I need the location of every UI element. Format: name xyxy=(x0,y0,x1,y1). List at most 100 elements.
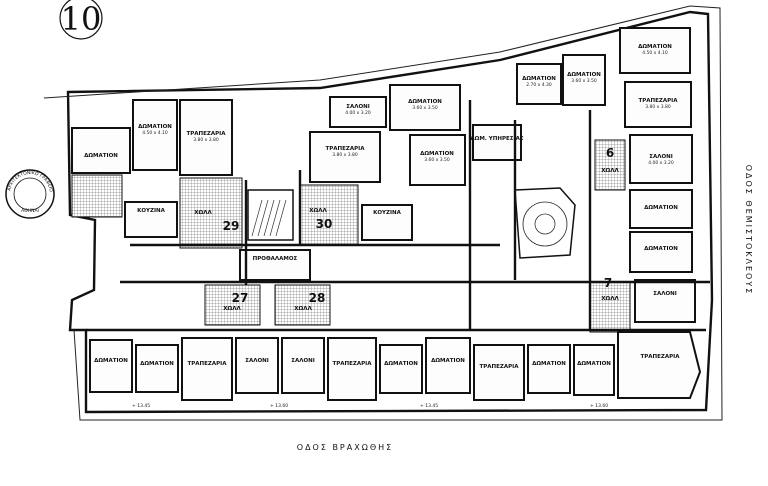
svg-text:ΤΡΑΠΕΖΑΡΙΑ: ΤΡΑΠΕΖΑΡΙΑ xyxy=(333,361,373,367)
svg-text:ΔΩΜΑΤΙΟΝ: ΔΩΜΑΤΙΟΝ xyxy=(638,44,672,50)
svg-text:ΔΩΜΑΤΙΟΝ: ΔΩΜΑΤΙΟΝ xyxy=(431,358,465,364)
room-bedroom-far-right-1 xyxy=(619,27,691,74)
svg-text:ΠΡΟΘΑΛΑΜΟΣ: ΠΡΟΘΑΛΑΜΟΣ xyxy=(253,256,298,262)
apartment-number: 30 xyxy=(316,217,333,231)
street-name-bottom: ΟΔΟΣ ΒΡΑΧΩΘΗΣ xyxy=(297,443,393,452)
room-bottom-5 xyxy=(281,337,325,394)
apartment-number: 27 xyxy=(232,291,249,305)
svg-text:ΔΩΜΑΤΙΟΝ: ΔΩΜΑΤΙΟΝ xyxy=(577,361,611,367)
room-bedroom-top-right-1 xyxy=(516,63,562,105)
stair-core-left xyxy=(247,189,294,241)
svg-text:ΣΑΛΟΝΙ: ΣΑΛΟΝΙ xyxy=(649,154,673,160)
svg-text:ΣΑΛΟΝΙ: ΣΑΛΟΝΙ xyxy=(245,358,269,364)
svg-text:ΚΟΥΖΙΝΑ: ΚΟΥΖΙΝΑ xyxy=(373,210,402,216)
room-dining-center xyxy=(309,131,381,183)
svg-text:ΔΩΜΑΤΙΟΝ: ΔΩΜΑΤΙΟΝ xyxy=(384,361,418,367)
kitchen-29 xyxy=(124,201,178,238)
svg-text:ΔΩΜΑΤΙΟΝ: ΔΩΜΑΤΙΟΝ xyxy=(140,361,174,367)
sheet-number-circle xyxy=(59,0,103,40)
svg-text:ΔΩΜΑΤΙΟΝ: ΔΩΜΑΤΙΟΝ xyxy=(84,153,118,159)
svg-text:ΣΑΛΟΝΙ: ΣΑΛΟΝΙ xyxy=(346,104,370,110)
svg-text:3.80 x 3.80: 3.80 x 3.80 xyxy=(193,137,219,143)
room-service-right xyxy=(472,124,522,161)
room-bottom-10 xyxy=(527,344,571,394)
plot-boundary xyxy=(43,5,723,421)
building-outline xyxy=(66,10,714,414)
svg-text:4.00 x 3.20: 4.00 x 3.20 xyxy=(345,110,371,116)
svg-text:ΧΩΛΛ: ΧΩΛΛ xyxy=(194,210,212,216)
svg-text:ΔΩΜΑΤΙΟΝ: ΔΩΜΑΤΙΟΝ xyxy=(532,361,566,367)
room-bedroom-center-2 xyxy=(409,134,466,186)
svg-text:ΔΩΜΑΤΙΟΝ: ΔΩΜΑΤΙΟΝ xyxy=(408,99,442,105)
room-bedroom-center xyxy=(389,84,461,131)
svg-text:ΑΡΧΙΤΕΚΤΟΝΙΚΟ ΓΡΑΦΕΙΟ: ΑΡΧΙΤΕΚΤΟΝΙΚΟ ΓΡΑΦΕΙΟ xyxy=(6,170,54,193)
vestibule xyxy=(239,249,311,281)
stamp-ring-text: ΑΡΧΙΤΕΚΤΟΝΙΚΟ ΓΡΑΦΕΙΟ xyxy=(6,170,54,193)
room-living-7 xyxy=(634,279,696,323)
svg-text:ΧΩΛΛ: ΧΩΛΛ xyxy=(601,168,619,174)
room-dining-far-right xyxy=(624,81,692,128)
svg-text:ΤΡΑΠΕΖΑΡΙΑ: ΤΡΑΠΕΖΑΡΙΑ xyxy=(326,146,366,152)
office-stamp: ΑΡΧΙΤΕΚΤΟΝΙΚΟ ΓΡΑΦΕΙΟ ΑΘΗΝΑΙ xyxy=(5,169,55,219)
svg-text:ΤΡΑΠΕΖΑΡΙΑ: ΤΡΑΠΕΖΑΡΙΑ xyxy=(187,131,227,137)
svg-text:ΔΩΜ. ΥΠΗΡΕΣΙΑΣ: ΔΩΜ. ΥΠΗΡΕΣΙΑΣ xyxy=(470,136,523,142)
svg-text:3.80 x 3.80: 3.80 x 3.80 xyxy=(332,152,358,158)
stair-core-right xyxy=(514,187,576,259)
apartment-number: 7 xyxy=(604,276,612,290)
svg-text:ΔΩΜΑΤΙΟΝ: ΔΩΜΑΤΙΟΝ xyxy=(138,124,172,130)
svg-text:ΧΩΛΛ: ΧΩΛΛ xyxy=(309,208,327,214)
elevation-mark: + 13.45 xyxy=(132,403,150,409)
room-living-far-right xyxy=(629,134,693,184)
room-bedroom-right-mid-1 xyxy=(629,189,693,229)
svg-text:ΣΑΛΟΝΙ: ΣΑΛΟΝΙ xyxy=(653,291,677,297)
room-bottom-2 xyxy=(135,344,179,393)
room-living-center-left xyxy=(329,96,387,128)
room-labels: ΔΩΜΑΤΙΟΝ 4.50 x 4.10 ΤΡΑΠΕΖΑΡΙΑ 3.80 x 3… xyxy=(84,44,680,370)
elevation-mark: + 13.60 xyxy=(270,403,288,409)
svg-text:ΔΩΜΑΤΙΟΝ: ΔΩΜΑΤΙΟΝ xyxy=(522,76,556,82)
elevation-mark: + 13.60 xyxy=(590,403,608,409)
room-bottom-8 xyxy=(425,337,471,394)
svg-text:ΣΑΛΟΝΙ: ΣΑΛΟΝΙ xyxy=(291,358,315,364)
svg-text:ΔΩΜΑΤΙΟΝ: ΔΩΜΑΤΙΟΝ xyxy=(94,358,128,364)
room-bottom-7 xyxy=(379,344,423,394)
room-bottom-12 xyxy=(617,331,702,399)
svg-text:3.60 x 3.50: 3.60 x 3.50 xyxy=(571,78,597,84)
hall-29-floor xyxy=(179,177,243,249)
bath-left xyxy=(71,174,123,218)
svg-text:ΤΡΑΠΕΖΑΡΙΑ: ΤΡΑΠΕΖΑΡΙΑ xyxy=(188,361,228,367)
hall-30-floor xyxy=(299,184,359,246)
svg-text:4.00 x 3.20: 4.00 x 3.20 xyxy=(648,160,674,166)
room-bottom-3 xyxy=(181,337,233,401)
svg-text:3.60 x 3.50: 3.60 x 3.50 xyxy=(424,157,450,163)
room-bottom-1 xyxy=(89,339,133,393)
hall-28-floor xyxy=(274,284,331,326)
stamp-center-text: ΑΘΗΝΑΙ xyxy=(21,208,39,214)
svg-text:3.80 x 3.80: 3.80 x 3.80 xyxy=(645,104,671,110)
hall-27-floor xyxy=(204,284,261,326)
street-name-right: ΟΔΟΣ ΘΕΜΙΣΤΟΚΛΕΟΥΣ xyxy=(744,165,753,296)
room-dining-upper-left xyxy=(179,99,233,176)
apartment-number: 29 xyxy=(223,219,240,233)
svg-text:ΔΩΜΑΤΙΟΝ: ΔΩΜΑΤΙΟΝ xyxy=(567,72,601,78)
svg-text:3.60 x 3.50: 3.60 x 3.50 xyxy=(412,105,438,111)
svg-text:ΔΩΜΑΤΙΟΝ: ΔΩΜΑΤΙΟΝ xyxy=(420,151,454,157)
kitchen-30 xyxy=(361,204,413,241)
svg-text:ΔΩΜΑΤΙΟΝ: ΔΩΜΑΤΙΟΝ xyxy=(644,205,678,211)
svg-text:4.50 x 4.10: 4.50 x 4.10 xyxy=(642,50,668,56)
room-bedroom-upper-left xyxy=(132,99,178,171)
svg-text:ΤΡΑΠΕΖΑΡΙΑ: ΤΡΑΠΕΖΑΡΙΑ xyxy=(641,354,681,360)
svg-text:ΤΡΑΠΕΖΑΡΙΑ: ΤΡΑΠΕΖΑΡΙΑ xyxy=(480,364,520,370)
svg-text:ΔΩΜΑΤΙΟΝ: ΔΩΜΑΤΙΟΝ xyxy=(644,246,678,252)
svg-text:ΚΟΥΖΙΝΑ: ΚΟΥΖΙΝΑ xyxy=(137,208,166,214)
room-bedroom-top-right-2 xyxy=(562,54,606,106)
apartment-number: 6 xyxy=(606,146,614,160)
hall-6-floor xyxy=(594,139,626,191)
room-bottom-6 xyxy=(327,337,377,401)
room-bedroom-right-mid-2 xyxy=(629,231,693,273)
room-bedroom-left-edge xyxy=(71,127,131,174)
sheet-number: 10 xyxy=(61,0,102,38)
svg-text:ΤΡΑΠΕΖΑΡΙΑ: ΤΡΑΠΕΖΑΡΙΑ xyxy=(639,98,679,104)
apartment-number: 28 xyxy=(309,291,326,305)
